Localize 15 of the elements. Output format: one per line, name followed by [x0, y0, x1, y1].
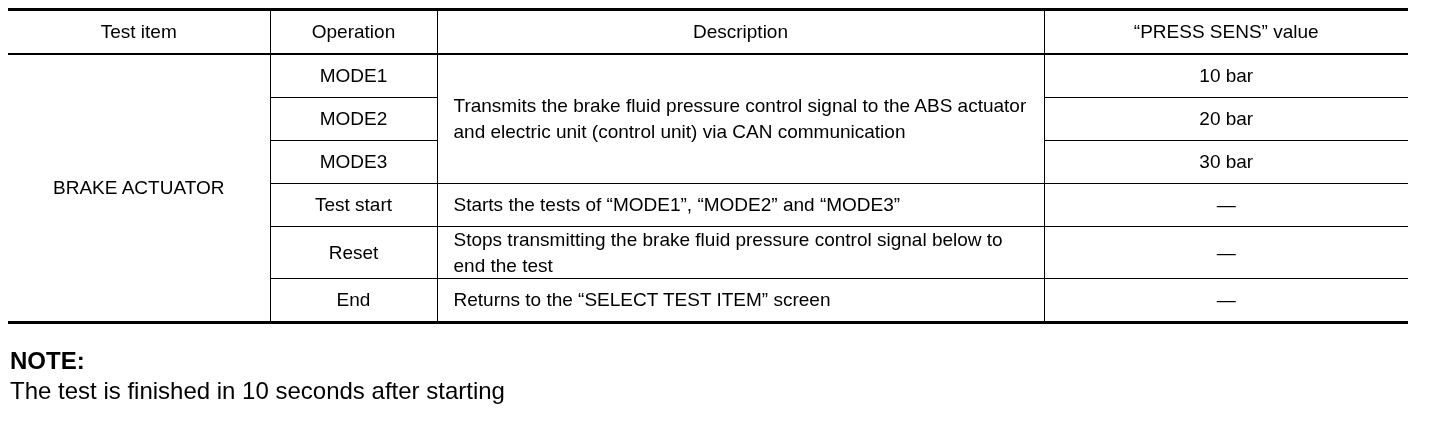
operation-name: MODE1: [270, 54, 437, 98]
note-heading: NOTE:: [10, 346, 85, 376]
test-item-name: BRAKE ACTUATOR: [8, 54, 270, 323]
note-text: The test is finished in 10 seconds after starting: [10, 376, 505, 406]
description-text: Returns to the “SELECT TEST ITEM” screen: [437, 278, 1044, 323]
description-text: Transmits the brake fluid pressure control signal to the ABS actuator and electric unit (control unit) via CAN communication: [437, 54, 1044, 184]
operation-name: Test start: [270, 183, 437, 227]
operation-name: Reset: [270, 226, 437, 279]
description-text: Stops transmitting the brake fluid pressure control signal below to end the test: [437, 226, 1044, 279]
column-header: Test item: [8, 9, 270, 54]
column-header: Description: [437, 9, 1044, 54]
column-header: “PRESS SENS” value: [1044, 9, 1408, 54]
description-text: Starts the tests of “MODE1”, “MODE2” and “MODE3”: [437, 183, 1044, 227]
column-header: Operation: [270, 9, 437, 54]
operation-name: End: [270, 278, 437, 323]
